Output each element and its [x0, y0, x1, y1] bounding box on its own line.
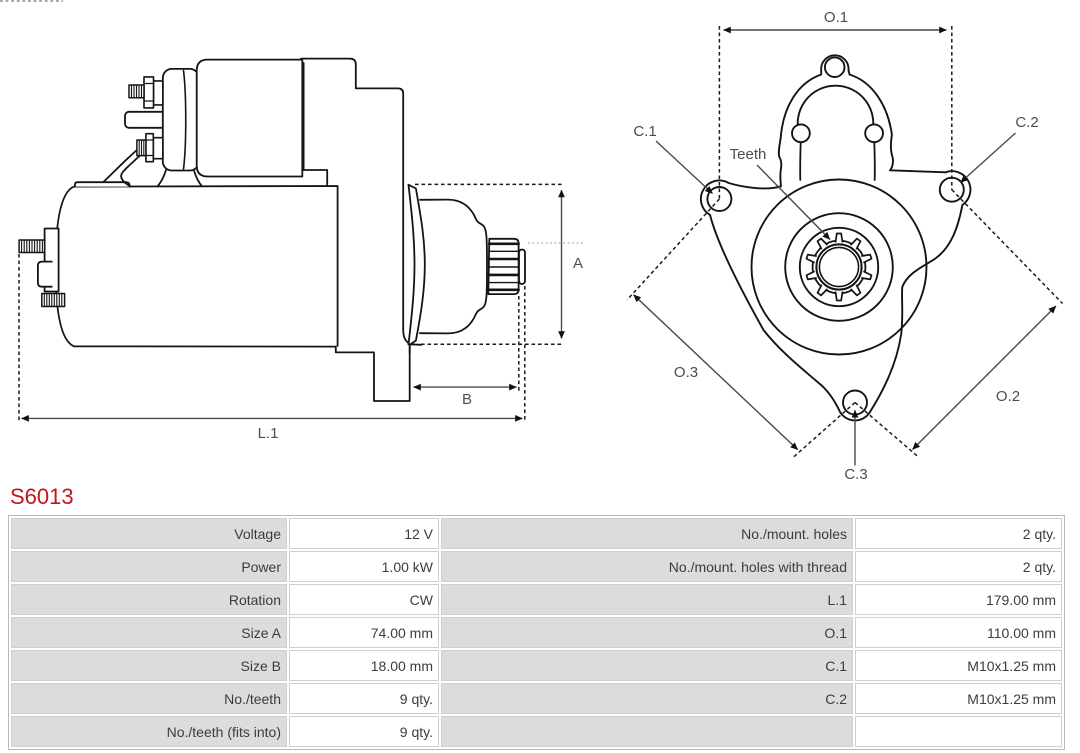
svg-text:O.3: O.3	[674, 364, 698, 381]
svg-text:L.1: L.1	[258, 425, 279, 442]
svg-text:B: B	[462, 391, 472, 408]
svg-text:O.2: O.2	[996, 388, 1020, 405]
svg-text:A: A	[573, 255, 583, 272]
svg-text:Teeth: Teeth	[730, 146, 767, 163]
svg-text:O.1: O.1	[824, 9, 848, 26]
svg-text:C.3: C.3	[844, 466, 867, 483]
svg-text:C.1: C.1	[633, 123, 656, 140]
svg-text:C.2: C.2	[1015, 114, 1038, 131]
